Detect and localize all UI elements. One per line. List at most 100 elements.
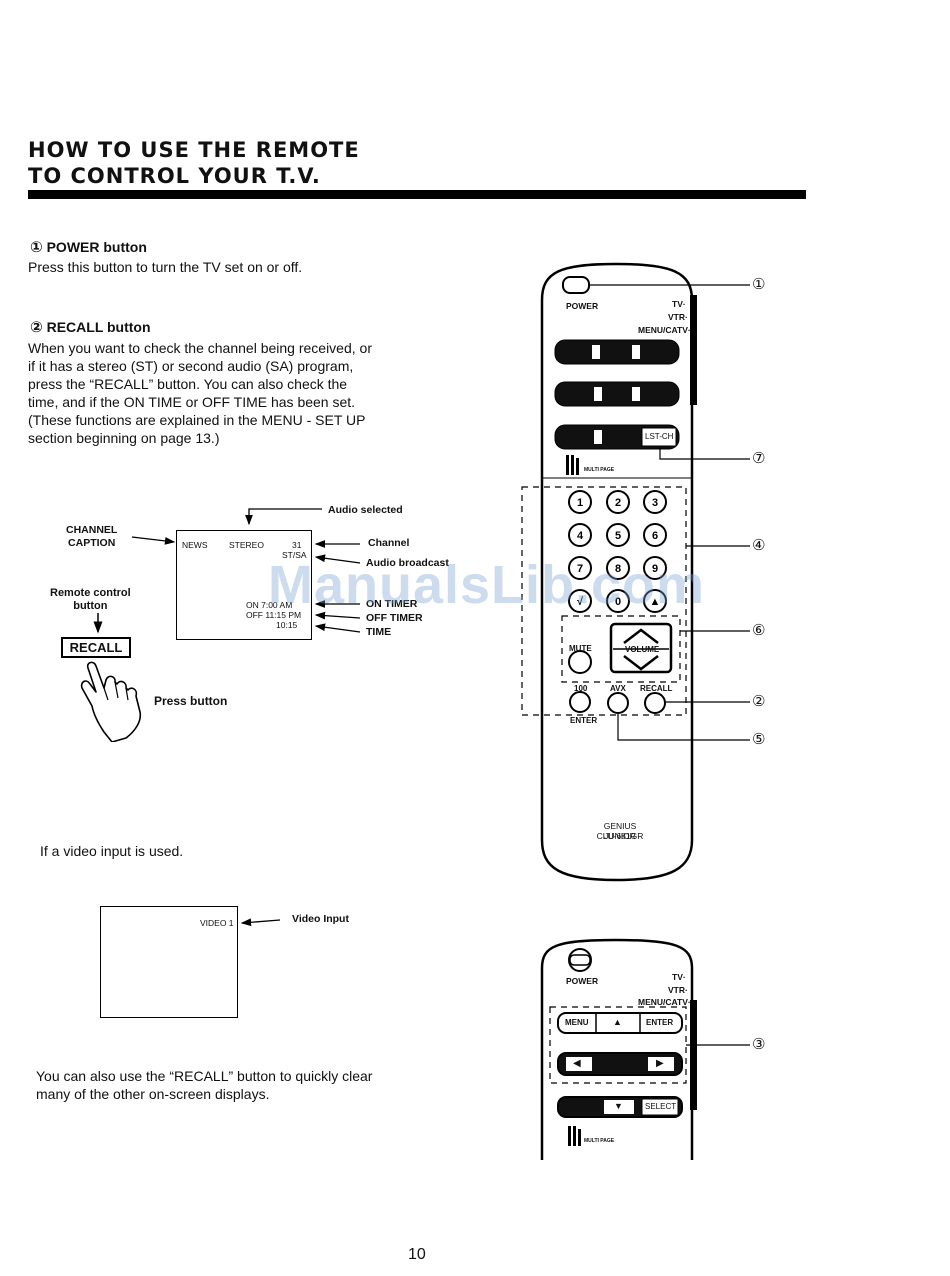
power-section-title: ① POWER button bbox=[30, 238, 147, 256]
remote2-down-icon: ▼ bbox=[614, 1101, 623, 1111]
digit-6: 6 bbox=[652, 530, 658, 542]
remote-mode-tv: TV· bbox=[672, 299, 686, 309]
footer-paragraph: You can also use the “RECALL” button to … bbox=[36, 1067, 372, 1103]
recall-paragraph: When you want to check the channel being… bbox=[28, 339, 428, 447]
remote-lst-ch-label: LST-CH bbox=[645, 432, 674, 441]
video-screen-label: VIDEO 1 bbox=[200, 918, 234, 928]
recall-line: (These functions are explained in the ME… bbox=[28, 412, 366, 428]
digit-check: √ bbox=[577, 596, 584, 608]
remote-multipage-label: MULTI PAGE bbox=[584, 467, 615, 473]
screen-stereo: STEREO bbox=[229, 540, 264, 550]
page-number: 10 bbox=[408, 1246, 426, 1263]
channel-caption-line: CHANNEL bbox=[66, 524, 118, 536]
remote-side-switch bbox=[690, 295, 697, 405]
remote2-power-label: POWER bbox=[566, 976, 599, 986]
remote-volume-label: VOLUME bbox=[625, 645, 660, 654]
remote-power-label: POWER bbox=[566, 301, 599, 311]
remote2-mode-menu-catv: MENU/CATV· bbox=[638, 997, 691, 1007]
remote-control-line: button bbox=[73, 600, 108, 612]
callout-1: ① bbox=[752, 275, 766, 293]
recall-button-diagram: RECALL bbox=[61, 637, 131, 658]
volume-rocker bbox=[609, 622, 673, 674]
recall-line: press the “RECALL” button. You can also … bbox=[28, 376, 348, 392]
digit-0: 0 bbox=[615, 596, 621, 608]
remote-mode-vtr: VTR· bbox=[668, 312, 688, 322]
remote2-select-label: SELECT bbox=[645, 1102, 677, 1111]
off-timer-label: OFF TIMER bbox=[366, 612, 423, 624]
remote-model-name: GENIUS JUNIOR bbox=[603, 821, 637, 841]
digit-9: 9 bbox=[652, 563, 658, 575]
screen-channel: 31 bbox=[292, 540, 302, 550]
recall-button bbox=[644, 692, 666, 714]
remote-100-label: 100 bbox=[574, 684, 588, 693]
callout-5: ⑤ bbox=[752, 730, 766, 748]
callout-3: ③ bbox=[752, 1035, 766, 1053]
remote-control-partial-illustration bbox=[540, 938, 750, 1160]
watermark: ManualsLib.com bbox=[268, 555, 706, 615]
callout-6: ⑥ bbox=[752, 621, 766, 639]
audio-broadcast-label: Audio broadcast bbox=[366, 557, 449, 569]
avx-button bbox=[607, 692, 629, 714]
hand-pointing-icon bbox=[80, 661, 142, 742]
recall-line: time, and if the ON TIME or OFF TIME has… bbox=[28, 394, 356, 410]
footer-line: many of the other on-screen displays. bbox=[36, 1086, 270, 1102]
remote-avx-label: AVX bbox=[610, 684, 626, 693]
rocker-bar-2 bbox=[554, 381, 680, 407]
heading-rule bbox=[28, 190, 806, 199]
rocker-bar-1 bbox=[554, 339, 680, 365]
power-number: ① bbox=[30, 238, 43, 256]
video-intro: If a video input is used. bbox=[40, 843, 184, 859]
remote-mode-menu-catv: MENU/CATV· bbox=[638, 325, 691, 335]
screen-news: NEWS bbox=[182, 540, 208, 550]
channel-label: Channel bbox=[368, 537, 410, 549]
press-button-label: Press button bbox=[154, 694, 228, 708]
remote2-multipage-label: MULTI PAGE bbox=[584, 1138, 615, 1144]
remote2-enter-label: ENTER bbox=[646, 1018, 674, 1027]
recall-section-title: ② RECALL button bbox=[30, 318, 151, 336]
remote2-mode-tv: TV· bbox=[672, 972, 686, 982]
digit-7: 7 bbox=[577, 563, 583, 575]
digit-8: 8 bbox=[615, 563, 621, 575]
recall-line: if it has a stereo (ST) or second audio … bbox=[28, 358, 354, 374]
digit-5: 5 bbox=[615, 530, 621, 542]
footer-line: You can also use the “RECALL” button to … bbox=[36, 1068, 373, 1084]
tv-screen-diagram bbox=[176, 530, 312, 640]
digit-1: 1 bbox=[577, 497, 583, 509]
video-input-label: Video Input bbox=[292, 913, 349, 925]
lst-ch-button bbox=[641, 427, 677, 447]
power-button bbox=[562, 276, 590, 294]
remote2-up-icon: ▲ bbox=[613, 1017, 622, 1027]
remote-mute-label: MUTE bbox=[569, 644, 592, 653]
digit-4: 4 bbox=[577, 530, 584, 542]
screen-on-time: ON 7:00 AM bbox=[246, 600, 293, 610]
callout-4: ④ bbox=[752, 536, 766, 554]
enter-button bbox=[569, 691, 591, 713]
on-timer-label: ON TIMER bbox=[366, 598, 418, 610]
remote-control-line: Remote control bbox=[50, 587, 131, 599]
digit-2: 2 bbox=[615, 497, 621, 509]
heading-line-2: TO CONTROL YOUR T.V. bbox=[28, 164, 321, 188]
audio-selected-label: Audio selected bbox=[328, 504, 403, 516]
screen-off-time: OFF 11:15 PM bbox=[246, 610, 302, 620]
time-label: TIME bbox=[366, 626, 392, 638]
digit-3: 3 bbox=[652, 497, 658, 509]
screen-time: 10:15 bbox=[276, 620, 298, 630]
remote-model-code: CLU-681GR bbox=[596, 831, 644, 841]
recall-title: RECALL button bbox=[46, 319, 151, 335]
remote2-left-icon: ◀ bbox=[573, 1058, 581, 1069]
video-screen-diagram bbox=[100, 906, 238, 1018]
recall-number: ② bbox=[30, 318, 43, 336]
remote2-right-icon: ▶ bbox=[656, 1058, 664, 1069]
channel-caption-line: CAPTION bbox=[68, 537, 116, 549]
power-text: Press this button to turn the TV set on … bbox=[28, 259, 303, 275]
channel-caption-label: CHANNEL CAPTION bbox=[66, 524, 117, 550]
screen-stsa: ST/SA bbox=[282, 550, 307, 560]
recall-line: When you want to check the channel being… bbox=[28, 340, 372, 356]
callout-7: ⑦ bbox=[752, 449, 766, 467]
remote-control-button-label: Remote control button bbox=[50, 587, 131, 613]
digit-up: ▲ bbox=[650, 596, 661, 608]
remote2-menu-label: MENU bbox=[565, 1018, 589, 1027]
mute-button bbox=[568, 650, 592, 674]
power-title: POWER button bbox=[46, 239, 147, 255]
